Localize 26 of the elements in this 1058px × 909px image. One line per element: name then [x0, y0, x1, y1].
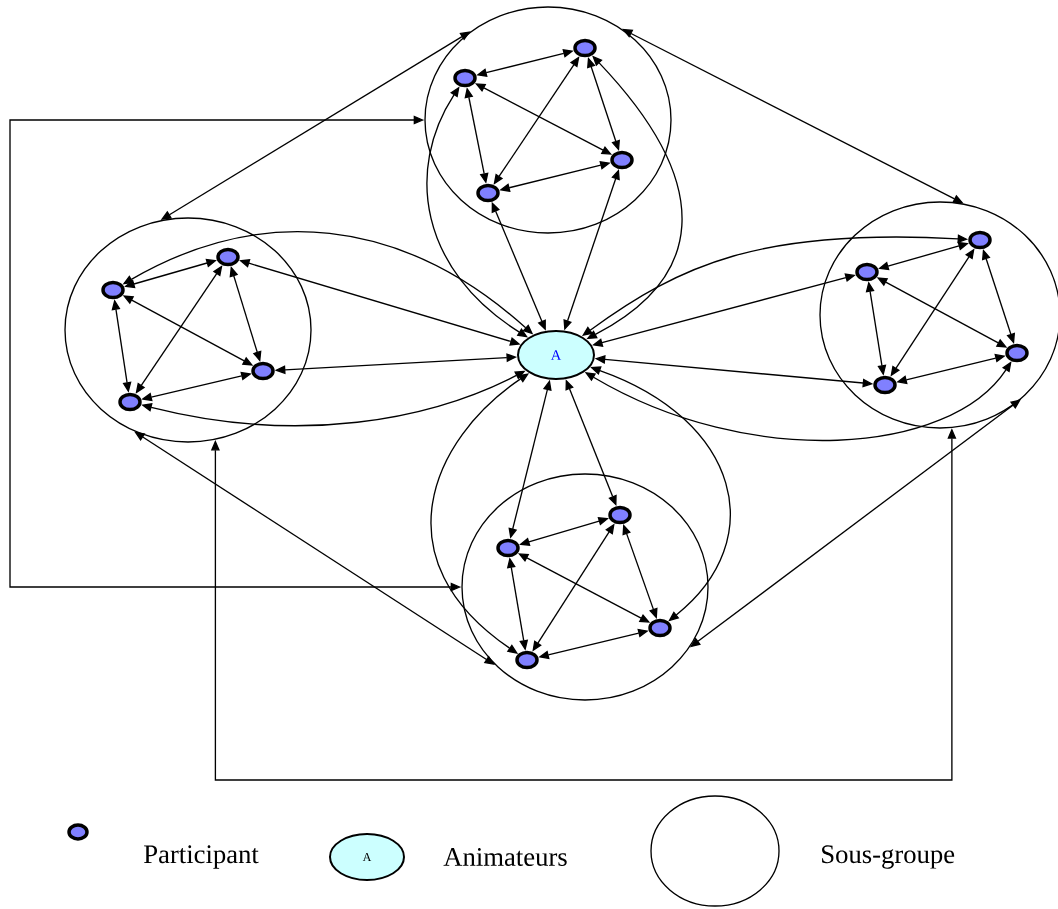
participant-dot [608, 505, 632, 525]
double-arrow [135, 265, 223, 394]
participant-dot [573, 38, 597, 58]
participant-dot [476, 183, 500, 203]
participant-dot [610, 150, 634, 170]
participant-dot [453, 68, 477, 88]
participant-dot [1005, 343, 1029, 363]
double-arrow [587, 57, 620, 151]
participant-dot [968, 230, 992, 250]
participant-dot [118, 392, 142, 412]
participant-dot [216, 247, 240, 267]
participant-dot [873, 375, 897, 395]
group-circle [424, 6, 672, 234]
participant-dot [101, 280, 125, 300]
double-arrow [981, 249, 1016, 344]
symbol-letter: A [362, 853, 372, 861]
participant-dot [855, 262, 879, 282]
participant-dot [515, 650, 539, 670]
group-circle [64, 217, 312, 443]
participant-dot [251, 361, 275, 381]
legend-text: Participant [144, 845, 259, 869]
participant-dot [496, 538, 520, 558]
legend-text: Sous-groupe [822, 845, 955, 869]
group-circle [461, 473, 709, 701]
legend-text: Animateurs [443, 848, 567, 866]
participant-dot [648, 618, 672, 638]
